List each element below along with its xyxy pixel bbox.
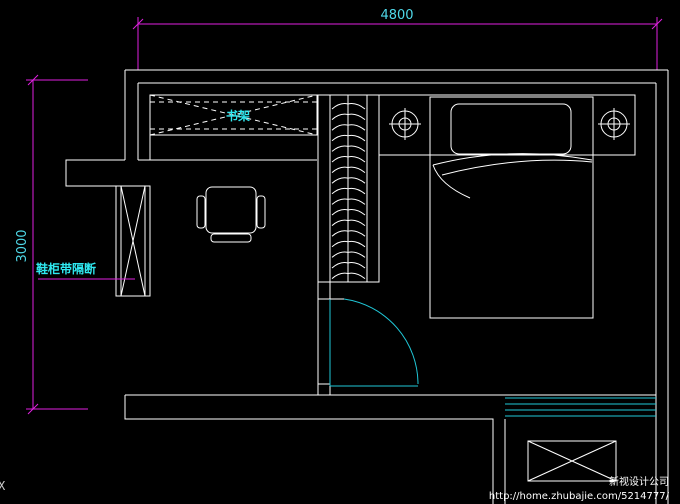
hanger-mark xyxy=(331,156,366,163)
hanger-mark xyxy=(331,113,366,120)
shoe-cabinet-label: 鞋柜带隔断 xyxy=(36,261,96,276)
hanger-mark xyxy=(331,103,366,110)
watermark-company: 新视设计公司 xyxy=(609,475,669,488)
hanger-mark xyxy=(331,177,366,184)
hanger-mark xyxy=(331,230,366,237)
width-dimension xyxy=(132,17,663,70)
hanger-mark xyxy=(331,145,366,152)
window xyxy=(505,397,656,417)
bookshelf xyxy=(149,94,318,161)
left-nightstand-lamp xyxy=(389,108,421,140)
room-walls xyxy=(65,69,669,504)
double-bed xyxy=(378,94,636,319)
hanger-mark xyxy=(331,219,366,226)
desk-chair xyxy=(196,186,266,243)
width-dimension-label: 4800 xyxy=(380,8,413,23)
door xyxy=(317,298,419,396)
wardrobe-hangers xyxy=(331,103,366,279)
height-dimension xyxy=(26,74,88,415)
hanger-mark xyxy=(331,209,366,216)
hanger-mark xyxy=(331,134,366,142)
hanger-mark xyxy=(331,166,366,173)
right-nightstand-lamp xyxy=(598,108,630,140)
height-dimension-label: 3000 xyxy=(15,229,30,262)
hanger-mark xyxy=(331,272,366,279)
wardrobe xyxy=(317,94,380,300)
watermark-url: http://home.zhubajie.com/5214777/ xyxy=(489,491,670,502)
hanger-mark xyxy=(331,198,366,205)
hanger-mark xyxy=(331,240,366,248)
appliance-box xyxy=(527,440,617,482)
hanger-mark xyxy=(331,262,366,269)
hanger-mark xyxy=(331,187,366,195)
shoe-cabinet xyxy=(115,185,151,297)
hanger-mark xyxy=(331,124,366,131)
hanger-mark xyxy=(331,251,366,258)
bookshelf-label: 书架 xyxy=(226,108,250,123)
cursor-marker: X xyxy=(0,479,6,493)
